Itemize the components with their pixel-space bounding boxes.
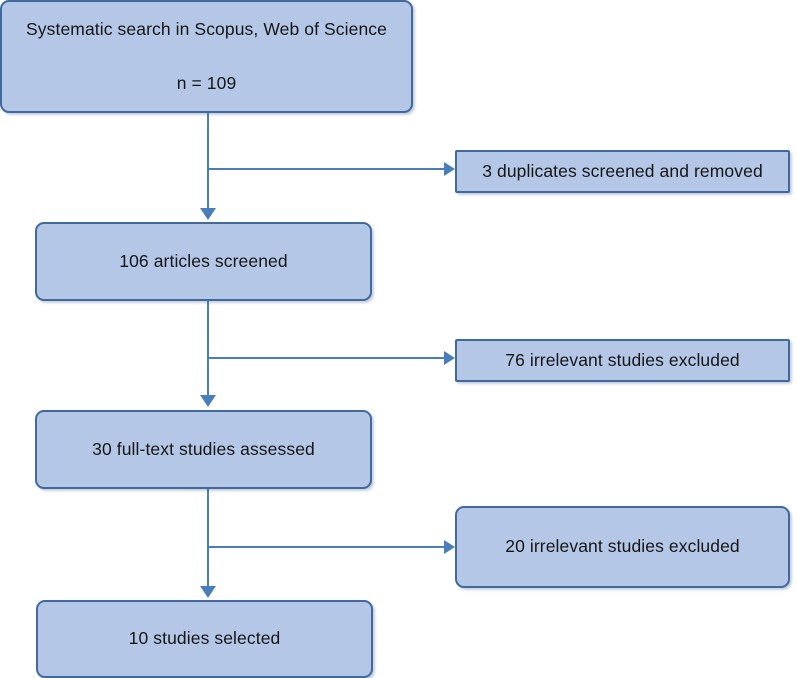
- node-duplicates-removed[interactable]: 3 duplicates screened and removed: [455, 150, 790, 193]
- arrowhead-right-to-duplicates: [444, 162, 455, 176]
- arrowhead-down-to-studies-selected: [200, 586, 216, 598]
- node-fulltext-assessed-label: 30 full-text studies assessed: [92, 438, 315, 459]
- node-identification-label: Systematic search in Scopus, Web of Scie…: [26, 18, 387, 94]
- node-irrelevant-excluded-eligibility-label: 20 irrelevant studies excluded: [505, 536, 740, 557]
- node-duplicates-removed-label: 3 duplicates screened and removed: [482, 160, 763, 181]
- node-identification[interactable]: Systematic search in Scopus, Web of Scie…: [0, 0, 413, 113]
- connector-identification-to-screened: [207, 113, 209, 209]
- node-irrelevant-excluded-eligibility[interactable]: 20 irrelevant studies excluded: [455, 506, 790, 588]
- connector-screened-to-fulltext: [207, 301, 209, 396]
- node-irrelevant-excluded-screening-label: 76 irrelevant studies excluded: [505, 349, 740, 370]
- connector-fulltext-to-selected: [207, 489, 209, 587]
- node-fulltext-assessed[interactable]: 30 full-text studies assessed: [35, 410, 372, 489]
- arrowhead-down-to-fulltext-assessed: [200, 395, 216, 407]
- node-irrelevant-excluded-screening[interactable]: 76 irrelevant studies excluded: [455, 339, 790, 382]
- arrowhead-down-to-articles-screened: [200, 208, 216, 220]
- connector-fulltext-to-excluded-20: [207, 546, 445, 548]
- connector-screened-to-excluded-76: [207, 357, 445, 359]
- arrowhead-right-to-excluded-20: [444, 540, 455, 554]
- arrowhead-right-to-excluded-76: [444, 351, 455, 365]
- node-articles-screened[interactable]: 106 articles screened: [35, 222, 372, 301]
- node-studies-selected-label: 10 studies selected: [128, 628, 281, 649]
- node-studies-selected[interactable]: 10 studies selected: [36, 600, 373, 678]
- connector-identification-to-duplicates: [207, 168, 445, 170]
- node-articles-screened-label: 106 articles screened: [119, 250, 288, 271]
